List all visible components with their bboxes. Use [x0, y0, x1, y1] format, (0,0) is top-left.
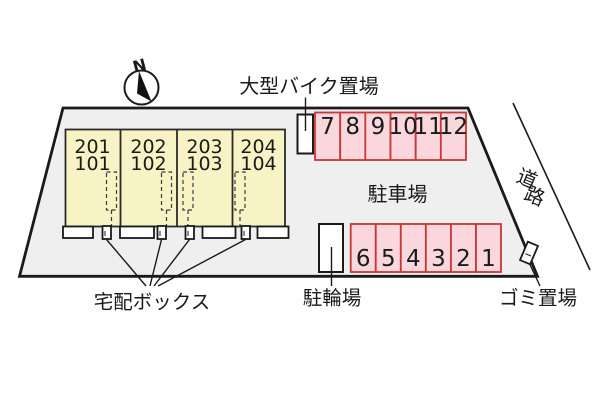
- parking-stall-3: [424, 223, 452, 273]
- delivery-pointer-line: [105, 239, 147, 287]
- garbage-pointer: [528, 263, 541, 287]
- unit-2-label-lower: 102: [130, 153, 166, 175]
- bicycle-parking-label: 駐輪場: [303, 287, 362, 310]
- parking-stall-2: [449, 223, 477, 273]
- garbage-box: [518, 240, 540, 266]
- compass-north-label: N: [131, 55, 149, 77]
- delivery-box: [156, 225, 167, 240]
- unit-4-label-upper: 204: [240, 136, 276, 158]
- delivery-pointer-line: [149, 239, 163, 287]
- stall-number: 12: [439, 114, 468, 140]
- delivery-boxes-label: 宅配ボックス: [94, 291, 210, 314]
- stall-number: 10: [388, 114, 417, 140]
- stall-number: 1: [481, 246, 496, 272]
- delivery-pointer-line: [153, 239, 191, 287]
- stall-number: 4: [406, 246, 421, 272]
- porch: [256, 225, 290, 239]
- porch: [119, 225, 155, 239]
- parking-area-label: 駐車場: [368, 182, 428, 206]
- porch: [201, 225, 237, 239]
- parking-stall-12: [439, 111, 467, 161]
- stall-number: 3: [431, 246, 446, 272]
- road-line: [512, 102, 591, 271]
- unit-4-label-lower: 104: [240, 153, 276, 175]
- stall-number: 5: [381, 246, 396, 272]
- delivery-box: [101, 225, 112, 240]
- parking-stall-8: [339, 111, 367, 161]
- stall-number: 9: [371, 114, 386, 140]
- stall-number: 11: [414, 114, 443, 140]
- unit-2-label-upper: 202: [130, 136, 166, 158]
- parking-stall-6: [349, 223, 377, 273]
- unit-3-label-upper: 203: [186, 136, 222, 158]
- porch: [62, 225, 94, 239]
- unit-1-label-upper: 201: [74, 136, 110, 158]
- garbage-box-mark: [525, 253, 532, 257]
- delivery-box: [240, 225, 251, 240]
- apartment-building: [64, 128, 286, 228]
- parking-stall-5: [374, 223, 402, 273]
- stall-number: 2: [456, 246, 471, 272]
- delivery-box: [184, 225, 195, 240]
- stall-number: 7: [320, 114, 335, 140]
- stall-number: 8: [345, 114, 360, 140]
- stall-number: 6: [356, 246, 371, 272]
- unit-3-label-lower: 103: [186, 153, 222, 175]
- garbage-area-rect: [518, 240, 540, 266]
- garbage-area-label: ゴミ置場: [499, 287, 577, 310]
- compass-needle: [137, 71, 152, 102]
- unit-1-label-lower: 101: [74, 153, 110, 175]
- parking-stall-1: [475, 223, 502, 273]
- delivery-pointer-line: [157, 238, 246, 287]
- compass: N: [123, 55, 160, 106]
- bike-parking-label: 大型バイク置場: [239, 74, 379, 98]
